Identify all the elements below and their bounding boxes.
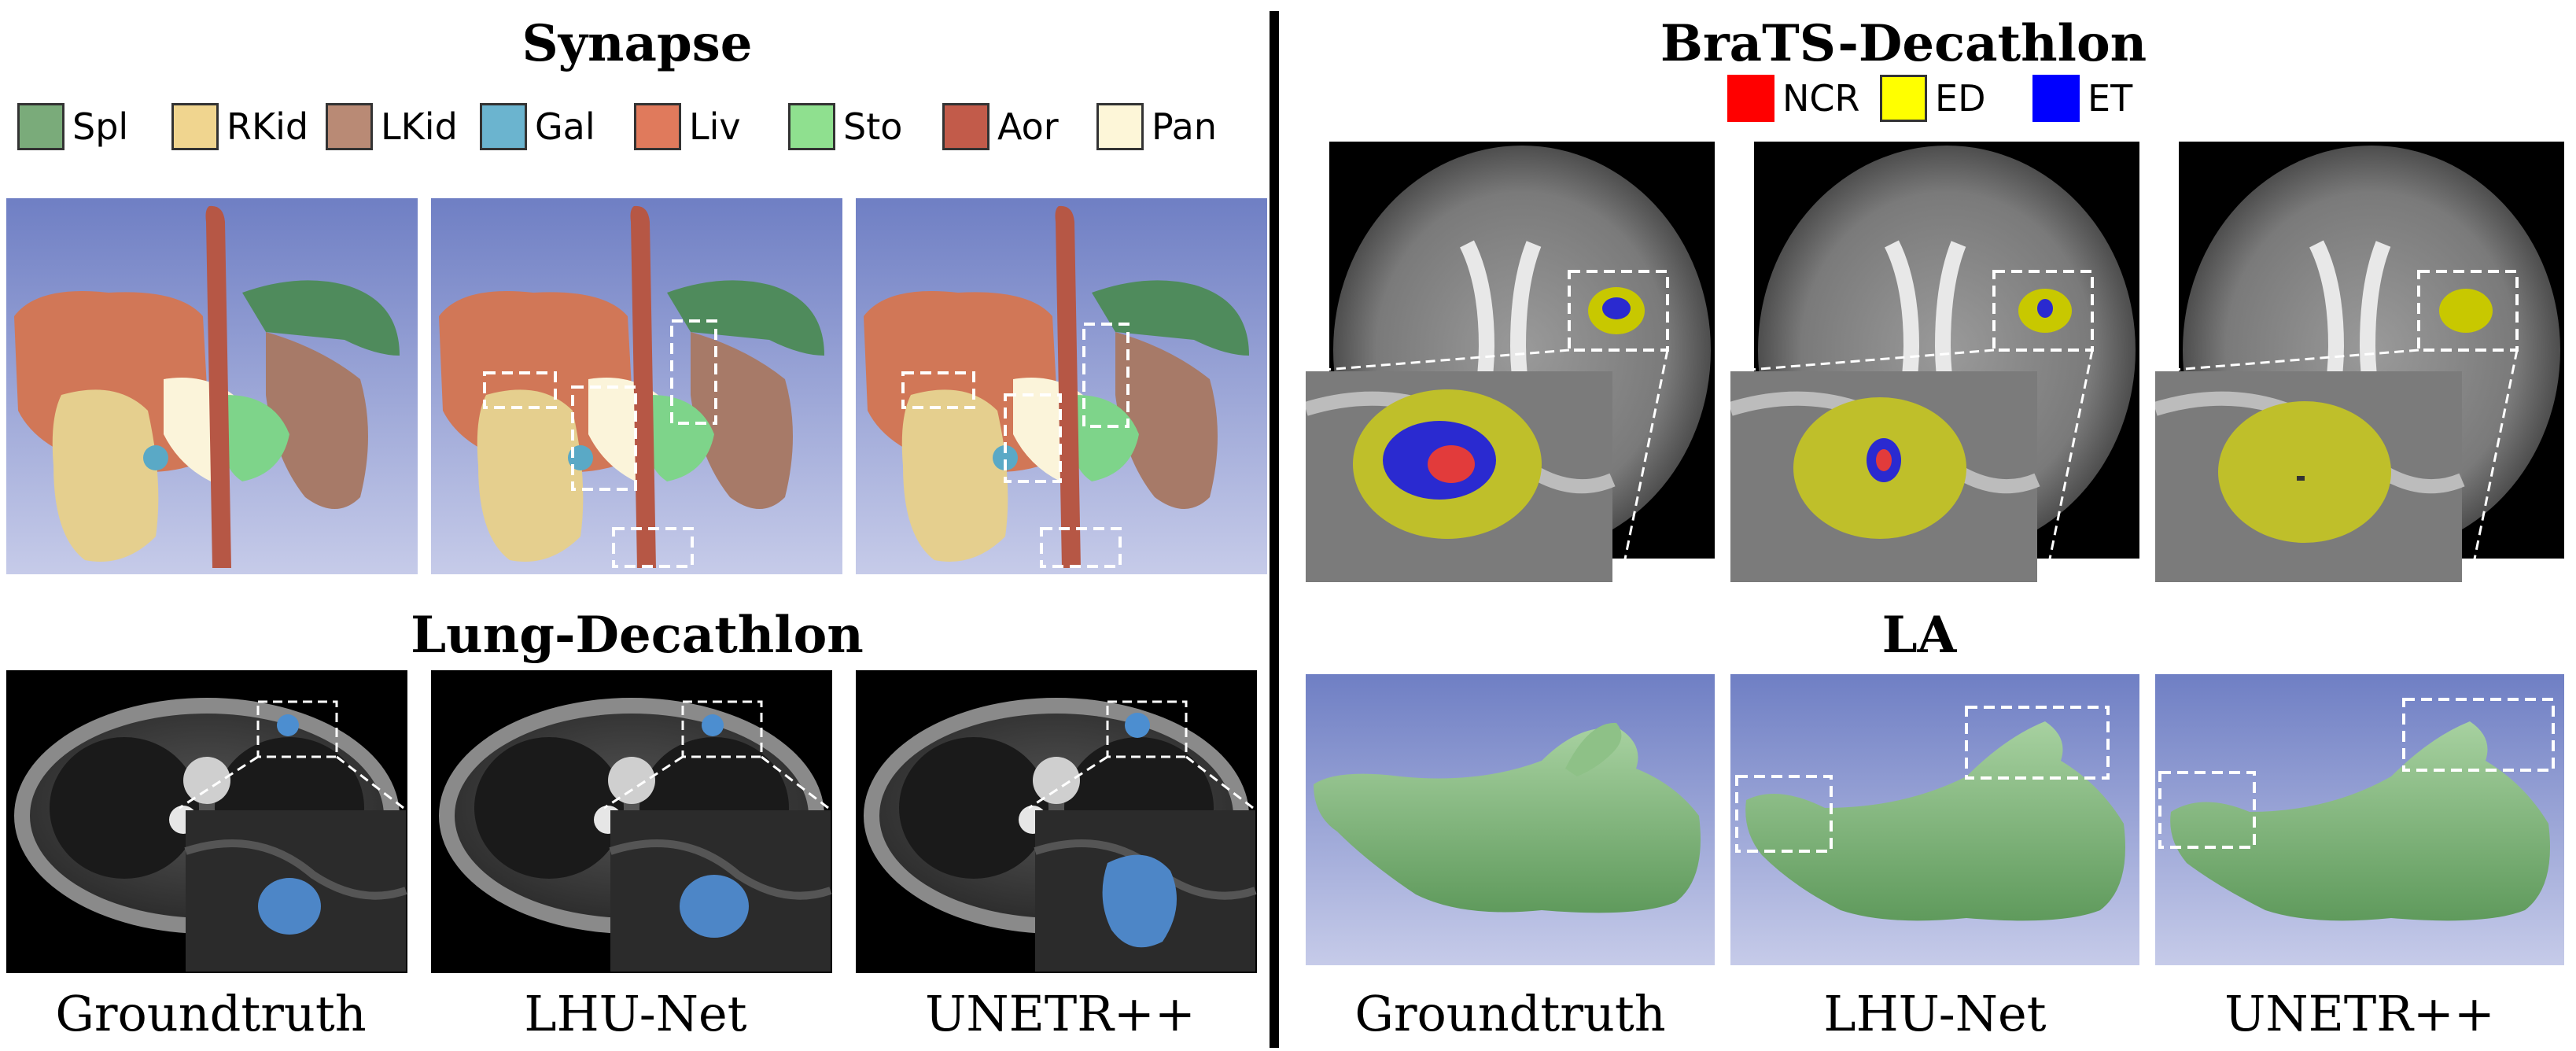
legend-swatch-sto: [788, 103, 835, 150]
legend-label-rkid: RKid: [227, 105, 309, 148]
caption-left-lhunet: LHU-Net: [524, 985, 747, 1042]
legend-item-lkid: LKid: [326, 99, 458, 154]
legend-item-rkid: RKid: [171, 99, 308, 154]
legend-label-liv: Liv: [689, 105, 741, 148]
caption-left-unetrpp: UNETR++: [925, 985, 1196, 1042]
caption-left-groundtruth: Groundtruth: [55, 985, 367, 1042]
legend-item-gal: Gal: [480, 99, 595, 154]
legend-swatch-lkid: [326, 103, 373, 150]
la-panel-unetrpp: [2155, 674, 2564, 965]
legend-label-spl: Spl: [72, 105, 129, 148]
legend-swatch-spl: [17, 103, 64, 150]
brats-panel-unetrpp: [2155, 142, 2564, 582]
lung-panel-groundtruth: [6, 670, 407, 973]
caption-right-groundtruth: Groundtruth: [1354, 985, 1666, 1042]
legend-item-pan: Pan: [1096, 99, 1217, 154]
legend-label-aor: Aor: [997, 105, 1059, 148]
legend-item-spl: Spl: [17, 99, 128, 154]
legend-label-gal: Gal: [535, 105, 595, 148]
legend-label-ncr: NCR: [1782, 77, 1860, 120]
legend-label-lkid: LKid: [381, 105, 458, 148]
la-panel-groundtruth: [1306, 674, 1715, 965]
legend-item-sto: Sto: [788, 99, 902, 154]
synapse-title: Synapse: [521, 14, 753, 73]
legend-swatch-ed: [1880, 75, 1927, 122]
legend-swatch-liv: [634, 103, 681, 150]
lung-title: Lung-Decathlon: [411, 606, 864, 665]
vertical-divider: [1270, 11, 1279, 1048]
la-panel-lhunet: [1730, 674, 2139, 965]
legend-swatch-pan: [1096, 103, 1144, 150]
caption-right-lhunet: LHU-Net: [1823, 985, 2047, 1042]
brats-panel-lhunet: [1730, 142, 2139, 582]
legend-swatch-gal: [480, 103, 527, 150]
legend-swatch-rkid: [171, 103, 219, 150]
synapse-panel-groundtruth: [6, 198, 418, 574]
synapse-panel-unetrpp: [856, 198, 1267, 574]
legend-label-et: ET: [2088, 77, 2133, 120]
legend-item-ed: ED: [1880, 71, 1986, 126]
legend-item-liv: Liv: [634, 99, 741, 154]
lung-panel-unetrpp: [856, 670, 1257, 973]
legend-item-aor: Aor: [942, 99, 1059, 154]
caption-right-unetrpp: UNETR++: [2224, 985, 2495, 1042]
brats-panel-groundtruth: [1306, 142, 1715, 582]
synapse-panel-lhunet: [431, 198, 842, 574]
legend-swatch-et: [2032, 75, 2080, 122]
legend-label-ed: ED: [1935, 77, 1986, 120]
la-title: LA: [1881, 606, 1957, 665]
brats-title: BraTS-Decathlon: [1660, 14, 2147, 73]
legend-swatch-ncr: [1727, 75, 1774, 122]
legend-label-sto: Sto: [843, 105, 903, 148]
legend-swatch-aor: [942, 103, 989, 150]
lung-panel-lhunet: [431, 670, 832, 973]
legend-item-et: ET: [2032, 71, 2132, 126]
legend-label-pan: Pan: [1152, 105, 1218, 148]
legend-item-ncr: NCR: [1727, 71, 1860, 126]
